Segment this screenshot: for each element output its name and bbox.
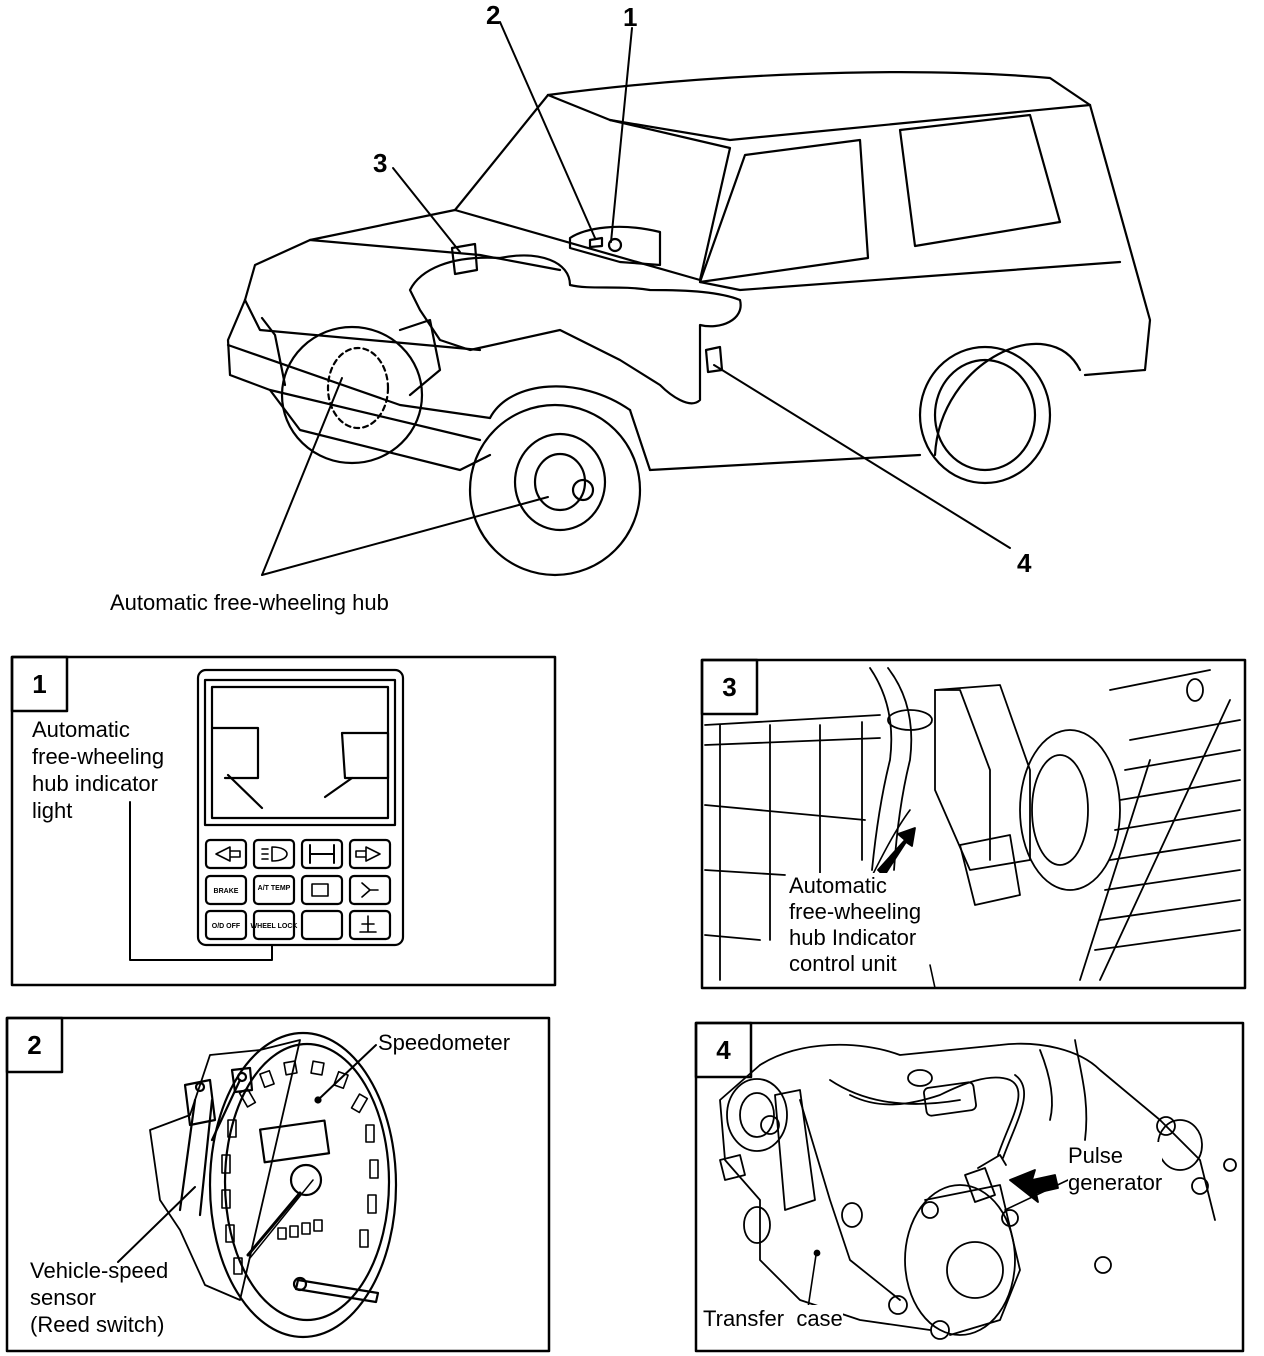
sensor-label-line: Vehicle-speed bbox=[30, 1258, 169, 1283]
indicator-light-label-line: light bbox=[32, 798, 73, 823]
control-unit-label-line: Automatic bbox=[789, 873, 887, 898]
panel-2-number: 2 bbox=[27, 1030, 42, 1060]
indicator-cluster bbox=[129, 668, 405, 961]
transfer-case-illustration bbox=[719, 1039, 1237, 1340]
panel-1-frame bbox=[10, 655, 557, 987]
sensor-label: Vehicle-speed sensor (Reed switch) bbox=[30, 1257, 168, 1338]
indicator-light-label-line: free-wheeling bbox=[32, 744, 165, 769]
callout-number-2: 2 bbox=[486, 0, 501, 30]
panel-3-number: 3 bbox=[722, 672, 737, 702]
control-unit-label: Automatic free-wheeling hub Indicator co… bbox=[789, 873, 922, 977]
control-unit-illustration bbox=[704, 667, 1241, 989]
hub-label: Automatic free-wheeling hub bbox=[110, 590, 389, 615]
panel-4-frame bbox=[694, 1021, 1245, 1353]
panel-4-number: 4 bbox=[716, 1035, 731, 1065]
callout-number-1: 1 bbox=[623, 2, 638, 32]
pulse-generator-label-line: Pulse bbox=[1068, 1143, 1124, 1168]
indicator-light-label-line: Automatic bbox=[32, 717, 130, 742]
control-unit-label-line: hub Indicator bbox=[789, 925, 917, 950]
control-unit-label-line: free-wheeling bbox=[789, 899, 922, 924]
speedometer-illustration bbox=[117, 1031, 398, 1339]
panel-1-number: 1 bbox=[32, 669, 47, 699]
indicator-light-label-line: hub indicator bbox=[32, 771, 158, 796]
transfer-case-label: Transfer case bbox=[703, 1305, 843, 1332]
callout-number-4: 4 bbox=[1017, 548, 1032, 578]
callout-leaders bbox=[261, 21, 1011, 576]
indicator-light-label: Automatic free-wheeling hub indicator li… bbox=[32, 716, 164, 824]
vehicle-illustration bbox=[226, 71, 1152, 577]
panel-2-frame bbox=[5, 1016, 551, 1353]
pulse-generator-label-line: generator bbox=[1068, 1170, 1163, 1195]
pulse-generator-label: Pulse generator bbox=[1068, 1142, 1163, 1196]
callout-number-3: 3 bbox=[373, 148, 388, 178]
panel-3-frame bbox=[700, 658, 1247, 990]
sensor-label-line: sensor bbox=[30, 1285, 97, 1310]
sensor-label-line: (Reed switch) bbox=[30, 1312, 165, 1337]
speedometer-label: Speedometer bbox=[378, 1030, 511, 1055]
control-unit-label-line: control unit bbox=[789, 951, 897, 976]
